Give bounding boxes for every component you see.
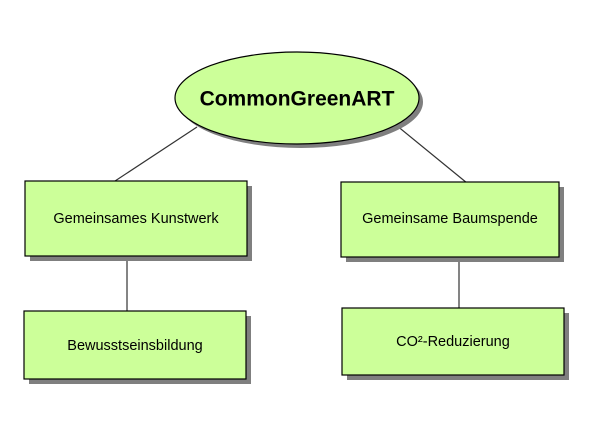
child-node-bewusstseinsbildung-label: Bewusstseinsbildung [67,338,202,354]
branch-node-kunstwerk-shape [24,180,248,257]
child-node-bewusstseinsbildung-shape [23,310,247,380]
root-node-shape [174,51,420,145]
child-node-bewusstseinsbildung: Bewusstseinsbildung [23,310,251,384]
child-node-co2-reduzierung-shape [341,307,565,376]
branch-node-kunstwerk: Gemeinsames Kunstwerk [24,180,252,261]
branch-node-baumspende-shape [340,181,560,258]
connector-root-to-branch-2 [395,124,468,184]
connector-root-to-branch-1 [111,126,198,184]
root-node: CommonGreenART [174,51,423,148]
root-node-label: CommonGreenART [200,88,395,111]
child-node-co2-reduzierung-label: CO²-Reduzierung [396,334,510,350]
child-node-co2-reduzierung: CO²-Reduzierung [341,307,569,380]
branch-node-kunstwerk-label: Gemeinsames Kunstwerk [53,211,219,227]
branch-node-baumspende: Gemeinsame Baumspende [340,181,564,262]
branch-node-baumspende-label: Gemeinsame Baumspende [362,211,538,227]
